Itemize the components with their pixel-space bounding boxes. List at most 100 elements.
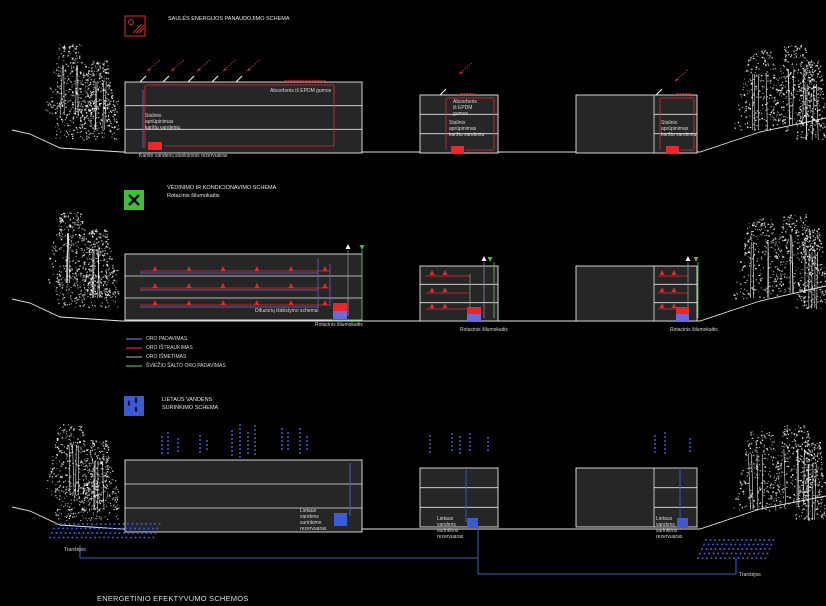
building-mid <box>419 265 499 322</box>
rain-tank-mid <box>467 518 478 528</box>
diffuser-marker <box>254 283 260 288</box>
drain-drop <box>741 548 744 550</box>
solar-panel <box>211 75 219 83</box>
rain-drop <box>451 433 453 435</box>
rotary-heat-exchanger-bottom <box>333 311 347 319</box>
drain-drop <box>158 523 161 525</box>
diffuser-marker <box>322 300 328 305</box>
rain-drop <box>231 446 233 448</box>
epdm-absorber-coil <box>459 93 476 96</box>
drain-drop <box>728 548 730 550</box>
diffuser-marker <box>659 303 665 308</box>
rain-drop <box>247 448 249 450</box>
building-mid <box>419 467 499 528</box>
drain-drop <box>768 539 770 541</box>
drop-glyph <box>134 406 138 413</box>
solar-panel <box>235 75 243 83</box>
sun-ray-arrowhead <box>171 68 175 71</box>
drain-drop <box>742 557 744 559</box>
solar-absorber-label-left: Absorberis iš EPDM gumos <box>270 88 332 94</box>
diffuser-marker <box>288 266 294 271</box>
sun-ray-arrowhead <box>197 68 201 71</box>
diffuser-marker <box>220 266 226 271</box>
sun-ray-arrowhead <box>459 71 463 74</box>
drain-drop <box>71 536 74 539</box>
diffuser-marker <box>152 300 158 305</box>
drain-drop <box>732 539 734 541</box>
solar-stove-right: Stalinio aprūpinimas karštu vandeniu <box>661 120 697 138</box>
drain-drop <box>134 527 136 530</box>
rotary-heat-exchanger-top <box>676 307 689 314</box>
vent-rotary-mid: Rotacinis šilumokaitis <box>460 327 508 333</box>
drain-drop <box>712 543 714 546</box>
sun-icon <box>128 19 134 25</box>
diffuser-marker <box>322 266 328 271</box>
fresh-air-duct <box>332 252 363 321</box>
drain-drop <box>62 527 64 530</box>
drain-drop <box>750 548 753 550</box>
drain-drop <box>739 552 742 555</box>
extract-duct <box>426 275 470 310</box>
rain-drop <box>469 445 471 447</box>
rain-drop <box>254 445 256 447</box>
rain-drop <box>167 444 169 446</box>
rain-drop <box>239 432 241 434</box>
drain-drop <box>89 536 92 539</box>
rain-drop <box>231 442 233 444</box>
drain-drop <box>705 539 707 541</box>
drain-drop <box>697 557 699 559</box>
drain-drop <box>703 543 705 546</box>
solar-panel-icon <box>124 15 146 37</box>
rain-drop <box>654 439 656 441</box>
drain-drop <box>75 527 78 530</box>
rain-drop <box>459 444 461 446</box>
drain-drop <box>120 527 123 530</box>
rain-drop <box>254 449 256 451</box>
rain-drop <box>429 443 431 445</box>
rain-drop <box>281 440 283 442</box>
solar-absorber-label-mid: Absorberis iš EPDM gumos <box>453 99 477 117</box>
drain-drop <box>714 539 716 541</box>
rain-drop <box>299 448 301 450</box>
drain-drop <box>699 552 701 555</box>
drain-drop <box>727 539 730 541</box>
drain-drop <box>55 523 57 525</box>
rain-drop <box>664 432 666 434</box>
rain-drop <box>429 435 431 437</box>
rain-drop <box>247 444 249 446</box>
drain-drop <box>746 557 749 559</box>
diffuser-marker <box>254 266 260 271</box>
drain-drop <box>109 532 112 534</box>
drain-drop <box>710 548 712 550</box>
drain-drop <box>123 532 125 534</box>
drain-drop <box>127 523 129 525</box>
drain-drop <box>761 543 764 546</box>
solar-scheme <box>139 59 695 154</box>
drain-drop <box>736 539 739 541</box>
rain-drop <box>239 436 241 438</box>
drain-drop <box>85 536 87 539</box>
drain-drop <box>102 527 105 530</box>
drain-drop <box>116 536 119 539</box>
drain-drop <box>125 527 127 530</box>
drop-glyph <box>127 400 131 407</box>
drain-drop <box>753 552 755 555</box>
rain-drop <box>167 448 169 450</box>
drain-drop <box>66 527 69 530</box>
drain-drop <box>760 557 762 559</box>
rain-drop <box>177 442 179 444</box>
epdm-absorber-coil <box>675 93 692 96</box>
drain-drop <box>152 527 154 530</box>
drain-drop <box>93 527 96 530</box>
drain-drop <box>154 523 156 525</box>
rain-drop <box>306 440 308 442</box>
drain-drop <box>755 548 757 550</box>
rain-drop <box>664 440 666 442</box>
solar-panel <box>187 75 195 83</box>
fresh-air-arrow <box>693 257 699 262</box>
rain-drop <box>469 437 471 439</box>
rain-drop <box>459 436 461 438</box>
hot-water-loop <box>144 84 335 148</box>
rain-drop <box>281 448 283 450</box>
rain-drop <box>254 425 256 427</box>
